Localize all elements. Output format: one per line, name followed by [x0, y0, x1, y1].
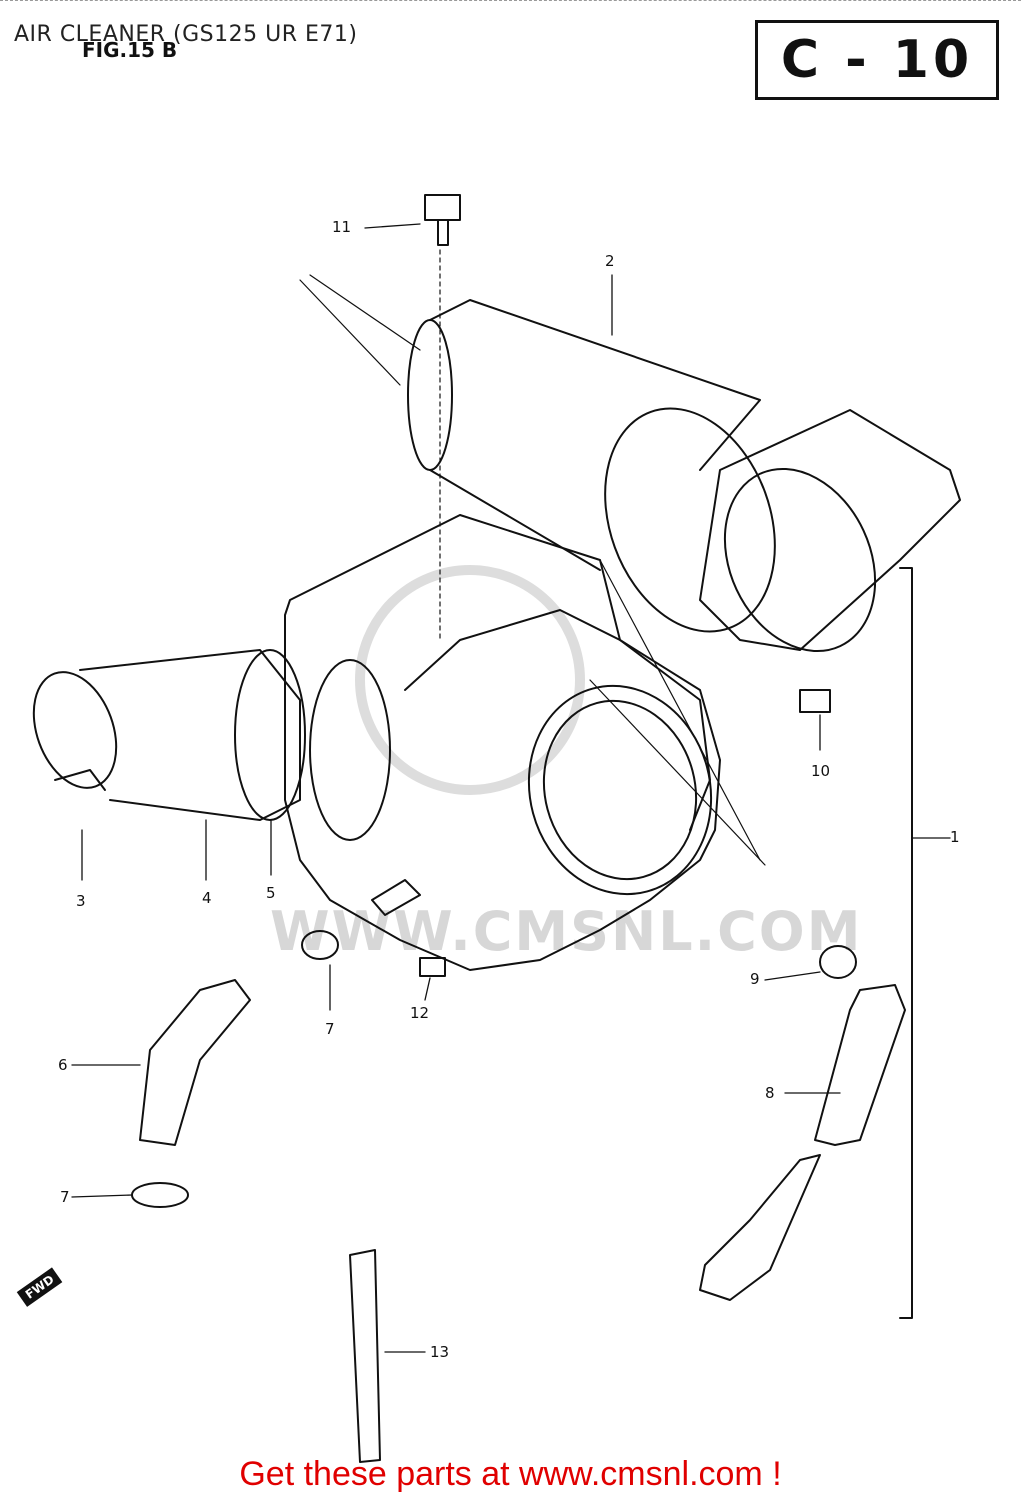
leader-9	[764, 971, 821, 981]
breather-hose	[139, 979, 251, 1146]
callout-11: 11	[332, 218, 352, 236]
callout-13: 13	[430, 1343, 450, 1361]
leader-12	[424, 977, 431, 1001]
filter-cap-face	[723, 467, 877, 653]
intake-tube-mouth	[32, 671, 118, 789]
callout-7-lower: 7	[60, 1188, 70, 1206]
drain-hose	[814, 984, 906, 1146]
explode-line-c	[599, 559, 761, 861]
explode-line-b	[309, 274, 421, 351]
page-title: AIR CLEANER (GS125 UR E71)	[14, 22, 358, 47]
figure-suffix: B	[161, 38, 178, 62]
filter-body	[429, 299, 761, 471]
callout-3: 3	[76, 892, 86, 910]
top-border	[0, 0, 1021, 3]
figure-label: FIG.15 B	[82, 38, 177, 62]
callout-10: 10	[811, 762, 831, 780]
explode-line-d	[589, 679, 766, 866]
case-drain-nozzle	[371, 879, 421, 916]
watermark-text: WWW.CMSNL.COM	[270, 900, 863, 963]
clip-9	[819, 945, 857, 979]
intake-tube-body	[79, 649, 301, 821]
callout-6: 6	[58, 1056, 68, 1074]
hose-clamp-upper	[301, 930, 339, 960]
hose-clamp-lower	[131, 1182, 189, 1208]
case-flange	[404, 609, 711, 831]
filter-right-end	[604, 407, 776, 633]
strap-band-13	[349, 1249, 381, 1463]
leader-11	[364, 223, 421, 229]
bolt-11	[424, 194, 461, 246]
screw-10	[799, 689, 831, 713]
leader-7b	[71, 1194, 133, 1198]
screw-12	[419, 957, 446, 977]
callout-1: 1	[950, 828, 960, 846]
callout-9: 9	[750, 970, 760, 988]
figure-number: FIG.15	[82, 38, 155, 62]
callout-12: 12	[410, 1004, 430, 1022]
drain-hose-lower	[699, 1154, 821, 1301]
seal-ring	[234, 649, 306, 821]
watermark-emblem	[355, 565, 585, 795]
explode-line-a	[299, 279, 401, 386]
callout-7-upper: 7	[325, 1020, 335, 1038]
callout-2: 2	[605, 252, 615, 270]
air-cleaner-case	[284, 514, 721, 971]
section-code-box: C - 10	[755, 20, 999, 100]
footer-parts-link[interactable]: Get these parts at www.cmsnl.com !	[239, 1455, 782, 1493]
assembly-bracket	[899, 567, 913, 1319]
intake-clamp	[54, 769, 106, 791]
case-outlet-inner	[542, 699, 698, 881]
case-outlet-ring	[527, 684, 713, 896]
filter-cap	[699, 409, 961, 651]
callout-5: 5	[266, 884, 276, 902]
callout-4: 4	[202, 889, 212, 907]
callout-8: 8	[765, 1084, 775, 1102]
filter-left-end	[407, 319, 453, 471]
case-inlet-ring	[309, 659, 391, 841]
